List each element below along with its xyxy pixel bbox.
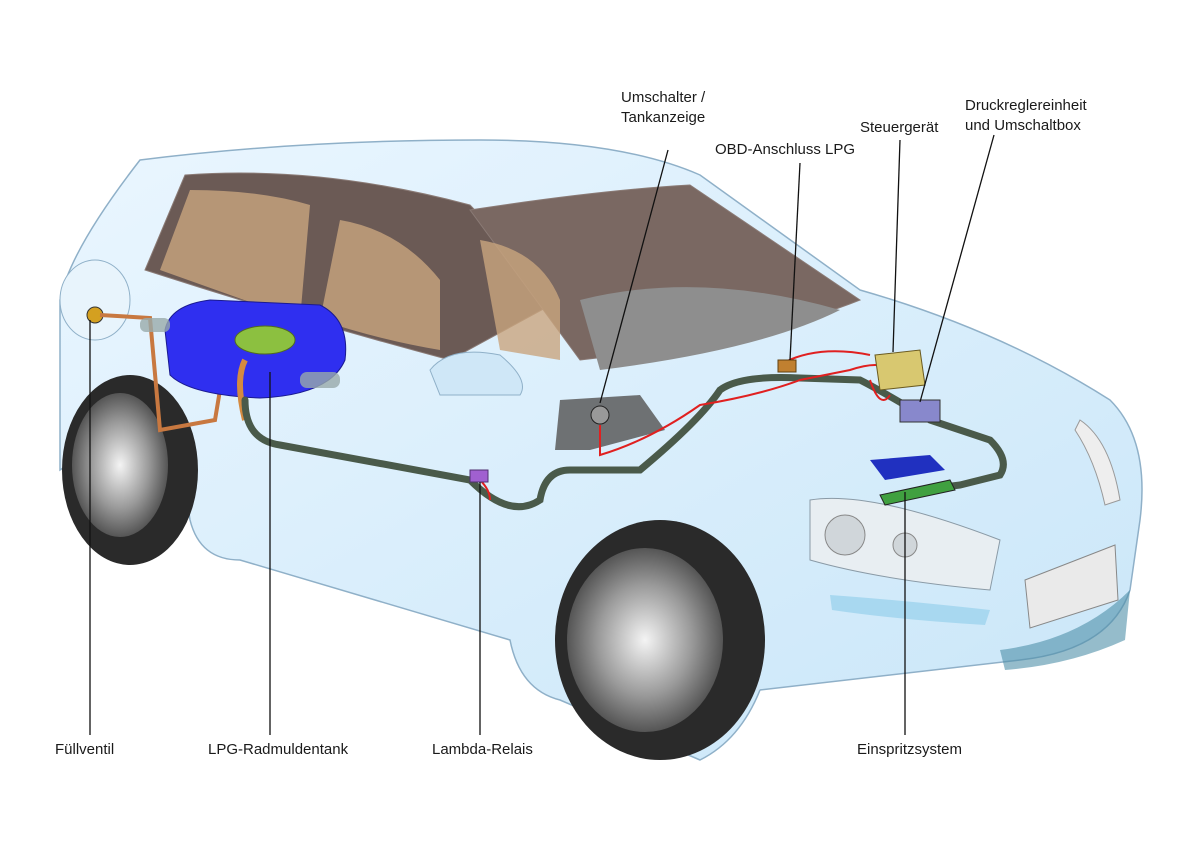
lambda-relay — [469, 469, 489, 483]
label-umschalter-line1: Umschalter / — [621, 89, 706, 106]
injection-rail — [879, 479, 956, 506]
obd-connector — [777, 359, 797, 373]
label-einspritz: Einspritzsystem — [857, 741, 963, 758]
ecu — [874, 349, 926, 391]
label-umschalter: Umschalter / Tankanzeige — [621, 88, 705, 128]
front-wheel — [555, 520, 765, 760]
label-druckregler: Druckreglereinheit und Umschaltbox — [965, 96, 1087, 136]
rear-wheel — [62, 375, 198, 565]
switch-gauge — [590, 405, 610, 425]
label-druckregler-line2: und Umschaltbox — [965, 117, 1081, 134]
label-umschalter-line2: Tankanzeige — [621, 109, 706, 126]
label-lambda: Lambda-Relais — [432, 741, 533, 758]
label-tank: LPG-Radmuldentank — [208, 741, 349, 758]
label-obd: OBD-Anschluss LPG — [715, 141, 856, 158]
grille — [1024, 544, 1119, 629]
label-steuergeraet: Steuergerät — [860, 119, 939, 136]
wiring — [479, 350, 891, 501]
label-fuellventil: Füllventil — [55, 741, 115, 758]
lpg-tank — [164, 299, 347, 421]
pressure-regulator — [899, 399, 941, 423]
label-druckregler-line1: Druckreglereinheit — [965, 97, 1087, 114]
leader-lines — [89, 134, 995, 735]
fuel-filler-flap — [59, 259, 131, 341]
